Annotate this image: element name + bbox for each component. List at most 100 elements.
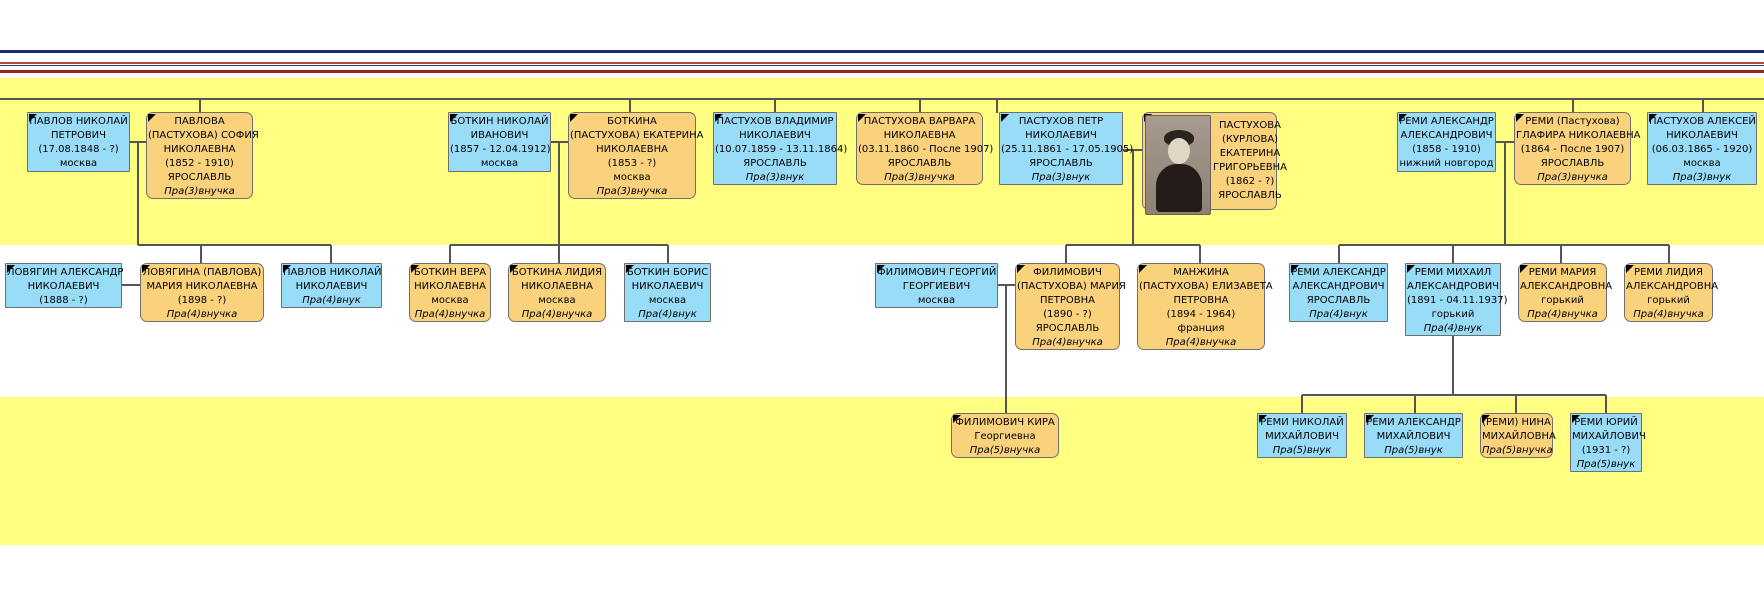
kinship-label: Пра(5)внук (1576, 459, 1636, 470)
kinship-label: Пра(5)внучка (1482, 445, 1553, 456)
person-info-line: горький (1431, 309, 1475, 320)
header-stripe-red (0, 62, 1764, 64)
person-info-line: ПАВЛОВ НИКОЛАЙ (283, 267, 382, 278)
card-corner-marker-icon (626, 265, 634, 273)
person-info-line: (1890 - ?) (1043, 309, 1092, 320)
person-info-line: (ПАСТУХОВА) ЕЛИЗАВЕТА (1139, 281, 1273, 292)
card-corner-marker-icon (1572, 415, 1580, 423)
header-stripe-navy (0, 50, 1764, 53)
person-info-line: (1864 - После 1907) (1520, 144, 1625, 155)
card-corner-marker-icon (510, 265, 518, 273)
person-info-line: НИКОЛАЕВНА (521, 281, 593, 292)
person-info-line: (1857 - 12.04.1912) (450, 144, 551, 155)
card-corner-marker-icon (1291, 265, 1299, 273)
kinship-label: Пра(3)внучка (884, 172, 955, 183)
person-info-line: (06.03.1865 - 1920) (1651, 144, 1753, 155)
kinship-label: Пра(4)внучка (166, 309, 238, 320)
kinship-label: Пра(3)внучка (1537, 172, 1608, 183)
card-corner-marker-icon (1366, 415, 1374, 423)
person-info-line: БОТКИН БОРИС (626, 267, 709, 278)
person-info-line: РЕМИ НИКОЛАЙ (1260, 417, 1344, 428)
card-corner-marker-icon (142, 265, 150, 273)
card-corner-marker-icon (953, 415, 961, 423)
person-info-line: ПЕТРОВНА (1039, 295, 1096, 306)
card-corner-marker-icon (877, 265, 885, 273)
person-info-line: ПАВЛОВ НИКОЛАЙ (29, 116, 128, 127)
person-info-line: ЯРОСЛАВЛЬ (887, 158, 952, 169)
person-info-line: НИКОЛАЕВИЧ (631, 281, 704, 292)
card-corner-marker-icon (450, 114, 458, 122)
person-card-remi-nikolay-mikhaylovich[interactable]: РЕМИ НИКОЛАЙ МИХАЙЛОВИЧ Пра(5)внук (1257, 413, 1347, 458)
card-corner-marker-icon (29, 114, 37, 122)
person-info-line: москва (1683, 158, 1721, 169)
person-info-line: франция (1177, 323, 1225, 334)
person-info-line: МИХАЙЛОВИЧ (1376, 431, 1451, 442)
person-info-line: (1891 - 04.11.1937) (1407, 295, 1508, 306)
card-corner-marker-icon (1001, 114, 1009, 122)
person-info-line: москва (648, 295, 687, 306)
person-info-line: горький (1541, 295, 1584, 306)
person-info-line: москва (917, 295, 956, 306)
person-info-line: МИХАЙЛОВИЧ (1572, 431, 1646, 442)
person-info-line: (ПАСТУХОВА) СОФИЯ (148, 130, 259, 141)
person-info-line: МИХАЙЛОВИЧ (1265, 431, 1339, 442)
person-info-line: АЛЕКСАНДРОВИЧ (1400, 130, 1493, 141)
person-info-line: Георгиевна (974, 431, 1036, 442)
card-corner-marker-icon (148, 114, 156, 122)
person-card-lovyagina-mariya-nikolaevna[interactable]: ЛОВЯГИНА (ПАВЛОВА)МАРИЯ НИКОЛАЕВНА(1898 … (140, 263, 264, 322)
kinship-label: Пра(4)внук (638, 309, 697, 320)
person-info-line: ЯРОСЛАВЛЬ (1306, 295, 1371, 306)
person-info-line: АЛЕКСАНДРОВИЧ (1407, 281, 1500, 292)
person-info-line: нижний новгород (1399, 158, 1494, 169)
person-info-line: БОТКИНА (607, 116, 657, 127)
header-stripe-navy-2 (0, 65, 1764, 66)
person-card-remi-yuriy-mikhaylovich[interactable]: РЕМИ ЮРИЙ МИХАЙЛОВИЧ (1931 - ?) Пра(5)внук (1570, 413, 1646, 472)
person-info-line: ЛОВЯГИНА (ПАВЛОВА) (142, 267, 262, 278)
kinship-label: Пра(4)внучка (1527, 309, 1598, 320)
person-info-line: ПАВЛОВА (174, 116, 225, 127)
person-info-line: (1931 - ?) (1581, 445, 1631, 456)
kinship-label: Пра(3)внучка (596, 186, 668, 197)
person-info-line: (1853 - ?) (607, 158, 657, 169)
person-info-line: ИВАНОВИЧ (470, 130, 529, 141)
person-card-remi-glafira-nikolaevna[interactable]: РЕМИ (Пастухова)ГЛАФИРА НИКОЛАЕВНА(1864 … (1514, 112, 1640, 185)
person-info-line: (1852 - 1910) (165, 158, 234, 169)
kinship-label: Пра(4)внучка (414, 309, 486, 320)
person-info-line: ЯРОСЛАВЛЬ (1540, 158, 1605, 169)
kinship-label: Пра(5)внук (1272, 445, 1332, 456)
person-info-line: РЕМИ ЮРИЙ (1574, 417, 1638, 428)
card-corner-marker-icon (858, 114, 866, 122)
kinship-label: Пра(4)внук (1309, 309, 1368, 320)
person-info-line: НИКОЛАЕВНА (596, 144, 668, 155)
person-info-line: ЯРОСЛАВЛЬ (1029, 158, 1093, 169)
person-info-line: (03.11.1860 - После 1907) (858, 144, 994, 155)
header-stripe-red-2 (0, 70, 1764, 73)
card-corner-marker-icon (1399, 114, 1407, 122)
